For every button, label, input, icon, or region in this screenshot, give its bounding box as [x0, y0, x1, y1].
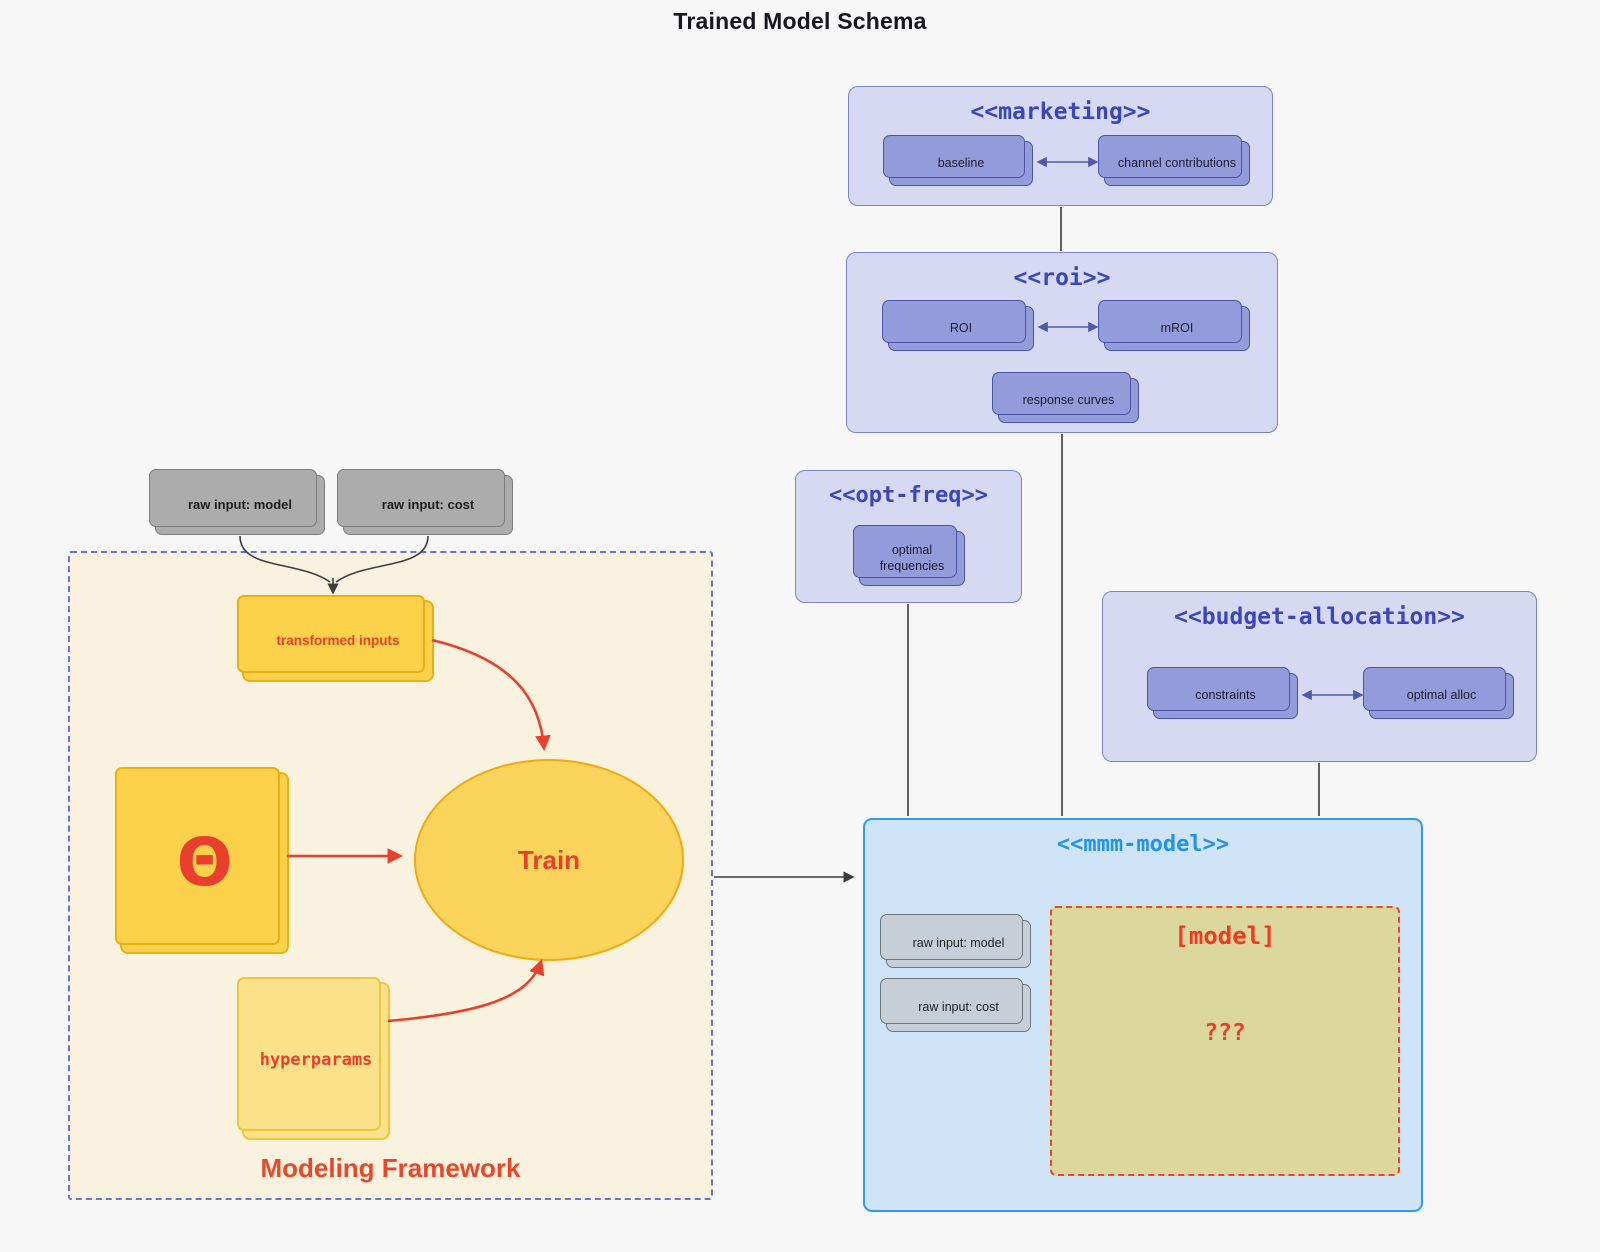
hyperparams-node: hyperparams — [237, 977, 390, 1140]
budget-stereotype: <<budget-allocation>> — [1174, 604, 1465, 630]
page-title: Trained Model Schema — [673, 8, 927, 34]
mmm-raw-input-cost-node: raw input: cost — [880, 978, 1031, 1032]
marketing-stereotype: <<marketing>> — [970, 99, 1151, 125]
raw-input-model-node: raw input: model — [149, 469, 325, 535]
theta-node: Θ — [115, 767, 289, 954]
modeling-framework-container: transformed inputs Θ Train hyperparams M… — [68, 551, 713, 1200]
constraints-node: constraints — [1147, 667, 1298, 719]
optimal-frequencies-node: optimal frequencies — [853, 525, 965, 586]
marketing-container: <<marketing>> baseline channel contribut… — [848, 86, 1273, 206]
mmm-model-container: <<mmm-model>> raw input: model raw input… — [863, 818, 1423, 1212]
opt-freq-container: <<opt-freq>> optimal frequencies — [795, 470, 1022, 603]
response-curves-node: response curves — [992, 372, 1139, 423]
transformed-inputs-node: transformed inputs — [237, 595, 434, 682]
budget-allocation-container: <<budget-allocation>> constraints optima… — [1102, 591, 1537, 762]
model-placeholder-box: [model] ??? — [1050, 906, 1400, 1176]
mmm-raw-input-model-node: raw input: model — [880, 914, 1031, 968]
theta-symbol: Θ — [176, 823, 233, 901]
baseline-node: baseline — [883, 135, 1033, 186]
modeling-framework-label: Modeling Framework — [260, 1153, 521, 1183]
mmm-stereotype: <<mmm-model>> — [1056, 832, 1230, 857]
model-unknown-label: ??? — [1204, 1020, 1246, 1046]
roi-node: ROI — [882, 300, 1034, 351]
roi-container: <<roi>> ROI mROI response curves — [846, 252, 1278, 433]
mroi-node: mROI — [1098, 300, 1250, 351]
model-label: [model] — [1174, 922, 1276, 950]
train-node: Train — [414, 759, 684, 961]
opt-freq-stereotype: <<opt-freq>> — [829, 483, 988, 508]
channel-contributions-node: channel contributions — [1098, 135, 1250, 186]
optimal-alloc-node: optimal alloc — [1363, 667, 1514, 719]
raw-input-cost-node: raw input: cost — [337, 469, 513, 535]
roi-stereotype: <<roi>> — [1013, 265, 1111, 291]
